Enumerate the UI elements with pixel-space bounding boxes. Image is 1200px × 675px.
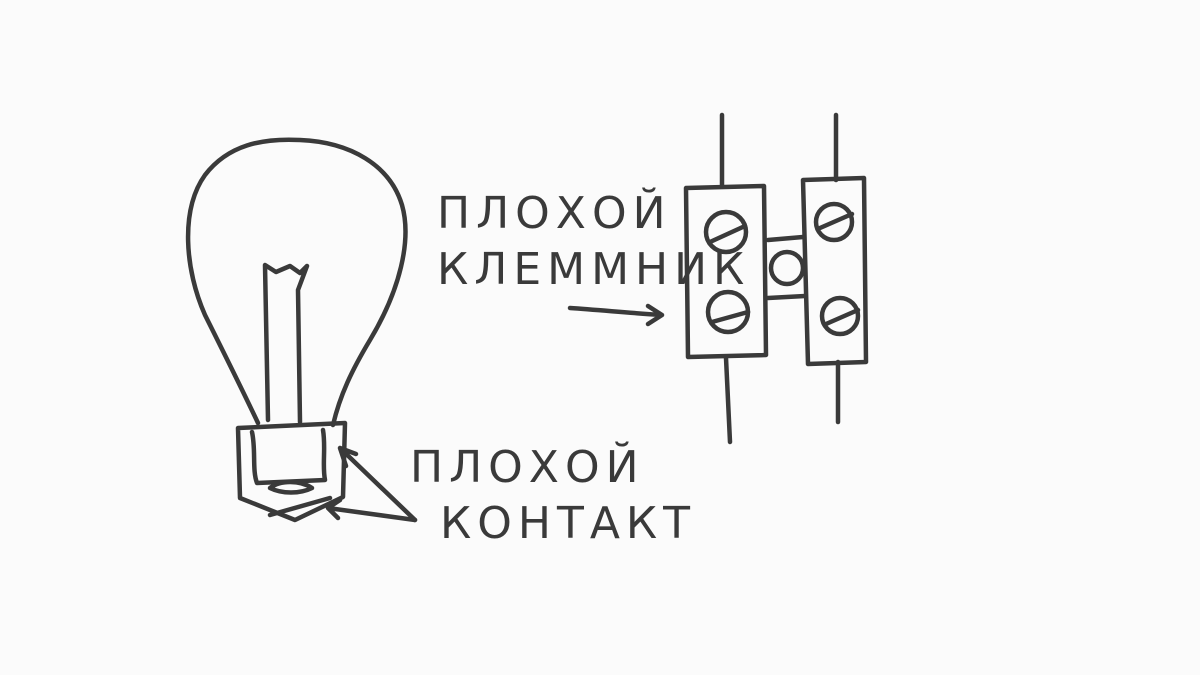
terminal-block-label-line1: ПЛОХОЙ	[437, 188, 672, 239]
screw-left-top-slot	[707, 223, 748, 245]
terminal-block-label: ПЛОХОЙ КЛЕММНИК	[437, 186, 750, 298]
screw-right-bottom	[819, 295, 861, 337]
terminal-bridge	[765, 234, 808, 301]
bulb-contact-point	[267, 479, 315, 495]
terminal-block-right	[800, 175, 869, 367]
light-bulb-icon	[185, 137, 408, 523]
terminal-block-label-line2: КЛЕММНИК	[437, 244, 751, 295]
bulb-glass	[185, 137, 408, 428]
screw-left-top	[703, 209, 749, 255]
terminal-bridge-screw	[768, 249, 806, 287]
contact-arrow-lower	[325, 497, 418, 523]
bulb-base	[235, 420, 348, 523]
bulb-socket-inner	[249, 427, 328, 486]
screw-right-top-slot	[817, 211, 855, 231]
contact-arrows-icon	[325, 445, 418, 523]
terminal-block-left	[683, 183, 769, 360]
terminal-arrow-icon	[567, 303, 665, 327]
contact-label: ПЛОХОЙ КОНТАКТ	[410, 440, 696, 552]
contact-label-line2: КОНТАКТ	[440, 498, 697, 549]
contact-arrow-upper	[337, 445, 418, 523]
screw-right-top	[813, 201, 855, 243]
screw-right-bottom-slot	[823, 307, 861, 327]
bulb-filament	[262, 262, 310, 425]
wire-left-bottom	[723, 355, 733, 445]
screw-left-bottom-slot	[709, 309, 751, 325]
terminal-block-icon	[683, 112, 869, 445]
bulb-base-line	[267, 495, 333, 518]
contact-label-line1: ПЛОХОЙ	[410, 442, 645, 493]
